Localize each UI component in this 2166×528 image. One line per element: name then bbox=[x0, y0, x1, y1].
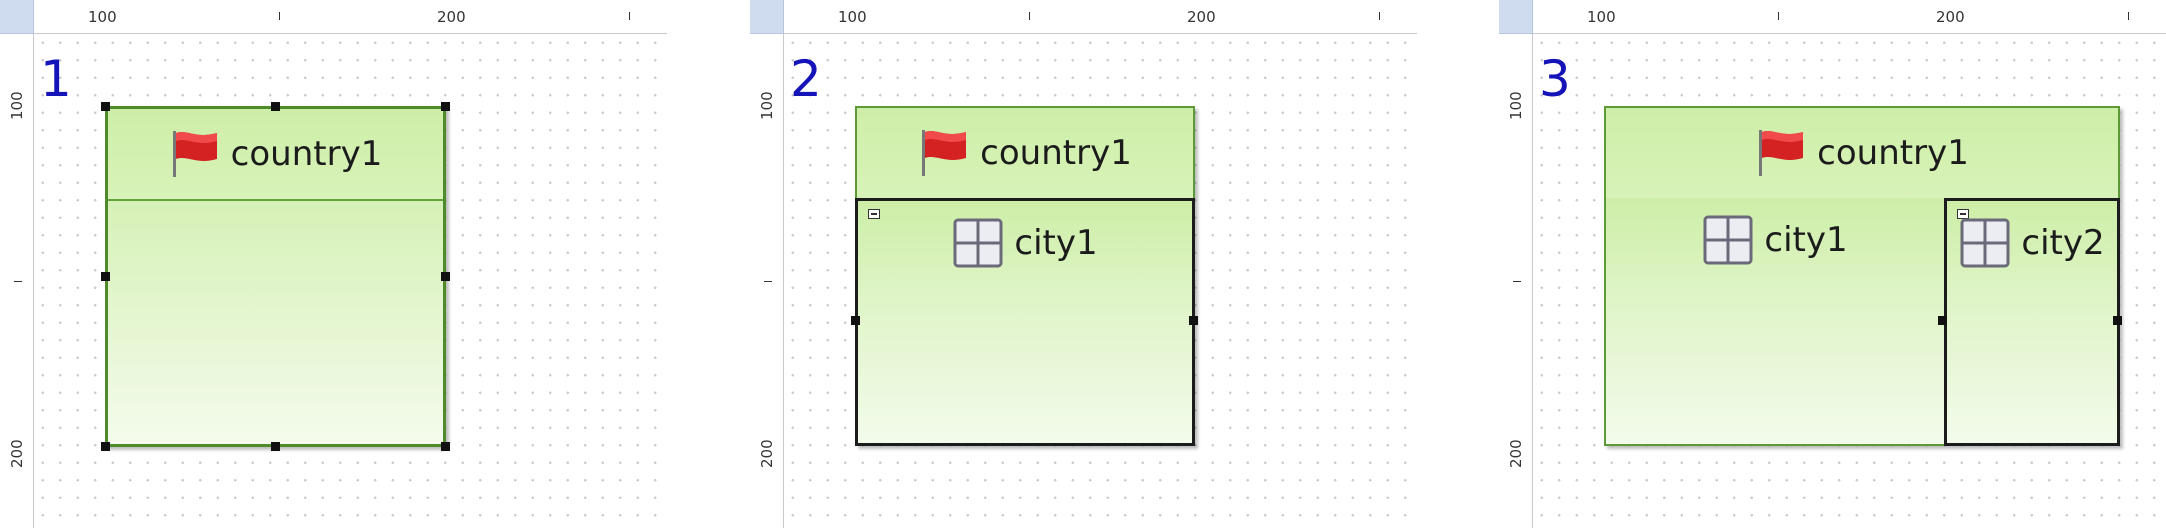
ruler-x-label: 100 bbox=[88, 8, 117, 26]
resize-handle-e[interactable] bbox=[1189, 316, 1198, 325]
city-shape-city2[interactable]: city2 bbox=[1944, 198, 2120, 446]
horizontal-ruler: 100 200 bbox=[1533, 0, 2166, 34]
ruler-y-label: 200 bbox=[1507, 439, 1525, 468]
ruler-y-label: 200 bbox=[758, 439, 776, 468]
collapse-button[interactable] bbox=[868, 209, 880, 219]
grid-icon bbox=[1960, 218, 2010, 268]
resize-handle-nw[interactable] bbox=[101, 102, 110, 111]
vertical-ruler: 100 200 bbox=[0, 34, 34, 528]
container-title: country1 bbox=[1817, 133, 1969, 173]
ruler-x-tick bbox=[279, 12, 280, 20]
ruler-y-label: 200 bbox=[8, 439, 26, 468]
ruler-x-tick bbox=[1029, 12, 1030, 20]
ruler-x-tick bbox=[1379, 12, 1380, 20]
ruler-corner bbox=[0, 0, 34, 34]
diagram-canvas-1[interactable]: 100 200 100 200 1 country1 bbox=[0, 0, 667, 528]
container-header[interactable]: country1 bbox=[1606, 108, 2118, 200]
grid-icon bbox=[1703, 215, 1753, 265]
ruler-x-label: 100 bbox=[838, 8, 867, 26]
city-title: city2 bbox=[2021, 223, 2105, 263]
container-title: country1 bbox=[230, 134, 383, 174]
ruler-y-tick bbox=[764, 281, 772, 282]
city-header: city1 bbox=[1606, 214, 1944, 266]
resize-handle-se[interactable] bbox=[441, 442, 450, 451]
ruler-x-label: 200 bbox=[1936, 8, 1965, 26]
vertical-ruler: 100 200 bbox=[750, 34, 784, 528]
city-header: city1 bbox=[858, 217, 1192, 269]
city-shape-city1[interactable]: city1 bbox=[855, 198, 1195, 446]
city-shape-city1[interactable]: city1 bbox=[1606, 198, 1944, 444]
ruler-x-label: 200 bbox=[437, 8, 466, 26]
ruler-x-tick bbox=[1778, 12, 1779, 20]
step-number: 2 bbox=[790, 50, 822, 108]
horizontal-ruler: 100 200 bbox=[34, 0, 667, 34]
container-shape-country1[interactable]: country1 city1 bbox=[855, 106, 1195, 446]
container-title: country1 bbox=[980, 133, 1132, 173]
step-number: 1 bbox=[40, 50, 72, 108]
ruler-x-tick bbox=[629, 12, 630, 20]
collapse-button[interactable] bbox=[1957, 209, 1969, 219]
ruler-x-label: 100 bbox=[1587, 8, 1616, 26]
ruler-corner bbox=[750, 0, 784, 34]
city-title: city1 bbox=[1764, 220, 1848, 260]
vertical-ruler: 100 200 bbox=[1499, 34, 1533, 528]
resize-handle-sw[interactable] bbox=[101, 442, 110, 451]
ruler-x-label: 200 bbox=[1187, 8, 1216, 26]
resize-handle-e[interactable] bbox=[2113, 316, 2122, 325]
city-title: city1 bbox=[1014, 223, 1098, 263]
flag-icon bbox=[172, 131, 217, 177]
container-header[interactable]: country1 bbox=[108, 109, 443, 201]
resize-handle-s[interactable] bbox=[271, 442, 280, 451]
resize-handle-e[interactable] bbox=[441, 272, 450, 281]
step-number: 3 bbox=[1539, 50, 1571, 108]
flag-icon bbox=[922, 130, 967, 176]
grid-icon bbox=[953, 218, 1003, 268]
city-header: city2 bbox=[1947, 217, 2117, 269]
ruler-corner bbox=[1499, 0, 1533, 34]
flag-icon bbox=[1759, 130, 1804, 176]
diagram-canvas-2[interactable]: 100 200 100 200 2 country1 bbox=[750, 0, 1417, 528]
container-shape-country1[interactable]: country1 bbox=[105, 106, 446, 447]
resize-handle-w[interactable] bbox=[101, 272, 110, 281]
resize-handle-w[interactable] bbox=[1938, 316, 1947, 325]
diagram-canvas-3[interactable]: 100 200 100 200 3 country1 cit bbox=[1499, 0, 2166, 528]
horizontal-ruler: 100 200 bbox=[784, 0, 1417, 34]
ruler-y-tick bbox=[14, 281, 22, 282]
ruler-y-label: 100 bbox=[758, 91, 776, 120]
resize-handle-w[interactable] bbox=[851, 316, 860, 325]
resize-handle-ne[interactable] bbox=[441, 102, 450, 111]
container-header[interactable]: country1 bbox=[857, 108, 1193, 200]
resize-handle-n[interactable] bbox=[271, 102, 280, 111]
ruler-y-tick bbox=[1513, 281, 1521, 282]
container-shape-country1[interactable]: country1 city1 city2 bbox=[1604, 106, 2120, 446]
ruler-y-label: 100 bbox=[1507, 91, 1525, 120]
ruler-y-label: 100 bbox=[8, 91, 26, 120]
ruler-x-tick bbox=[2128, 12, 2129, 20]
